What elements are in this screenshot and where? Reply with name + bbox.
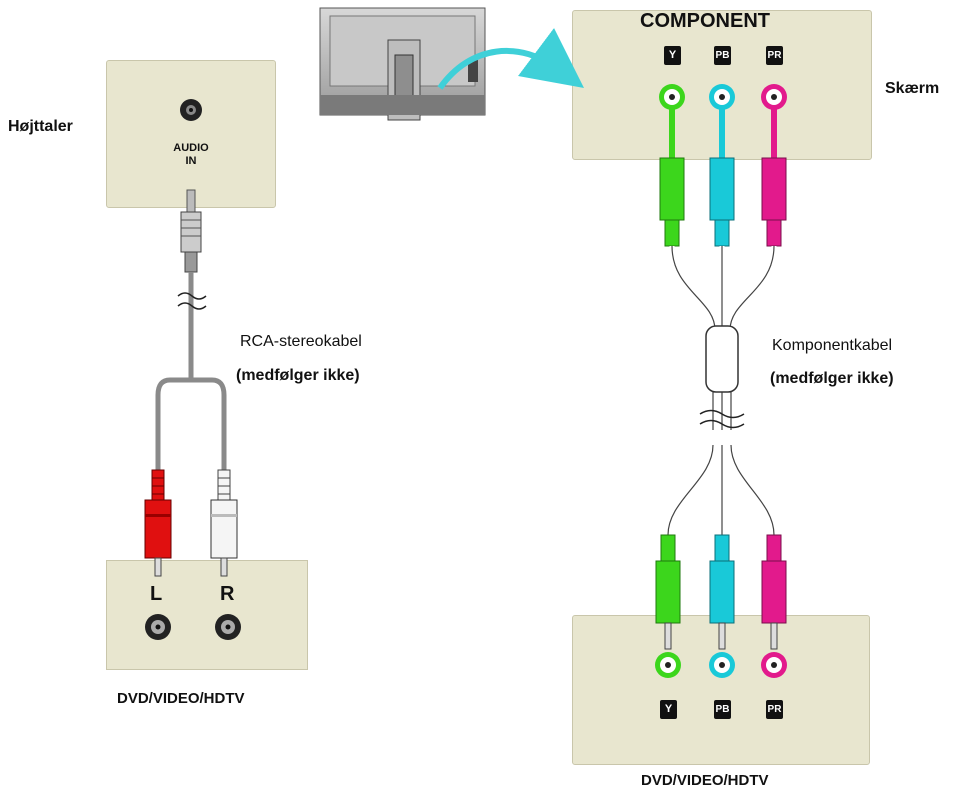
source-jack-pb [709, 652, 735, 678]
audio-in-label-line2: IN [185, 155, 197, 167]
source-tag-y: Y [660, 700, 677, 719]
speaker-label: Højttaler [8, 118, 73, 135]
bottom-plug-pr [761, 534, 787, 650]
component-cable-note: (medfølger ikke) [770, 370, 894, 387]
monitor-jack-pr [761, 84, 787, 110]
rca-cable-name: RCA-stereokabel [240, 333, 362, 350]
red-rca-plug [144, 469, 172, 577]
source-right-label: DVD/VIDEO/HDTV [641, 772, 769, 789]
mini-jack-plug [180, 189, 202, 273]
white-rca-plug [210, 469, 238, 577]
monitor-tag-pb: PB [714, 46, 731, 65]
monitor-jack-pb [709, 84, 735, 110]
arrow-to-component [437, 28, 585, 90]
jack-r [215, 614, 241, 640]
source-jack-pr [761, 652, 787, 678]
bottom-plug-y [655, 534, 681, 650]
speaker-panel [106, 60, 276, 208]
top-plug-pb [709, 108, 735, 247]
port-r-label: R [220, 583, 235, 605]
monitor-jack-y [659, 84, 685, 110]
port-l-label: L [150, 583, 163, 605]
source-tag-pb: PB [714, 700, 731, 719]
top-plug-pr [761, 108, 787, 247]
source-jack-y [655, 652, 681, 678]
cable-break-mark [177, 292, 207, 310]
audio-in-label-line1: AUDIO [173, 142, 209, 154]
component-panel-title: COMPONENT [640, 10, 770, 32]
bottom-plug-pb [709, 534, 735, 650]
rca-cable-note: (medfølger ikke) [236, 367, 360, 384]
component-cable-name: Komponentkabel [772, 337, 893, 354]
component-cable-break [699, 409, 745, 429]
top-plug-y [659, 108, 685, 247]
audio-in-jack [180, 99, 202, 121]
source-tag-pr: PR [766, 700, 783, 719]
jack-l [145, 614, 171, 640]
rca-cable-split [155, 377, 227, 470]
source-left-panel [106, 560, 308, 670]
component-cable [665, 245, 777, 536]
monitor-tag-pr: PR [766, 46, 783, 65]
monitor-label: Skærm [885, 80, 940, 97]
monitor-tag-y: Y [664, 46, 681, 65]
source-left-label: DVD/VIDEO/HDTV [117, 690, 245, 707]
cable-clamp [705, 325, 739, 393]
